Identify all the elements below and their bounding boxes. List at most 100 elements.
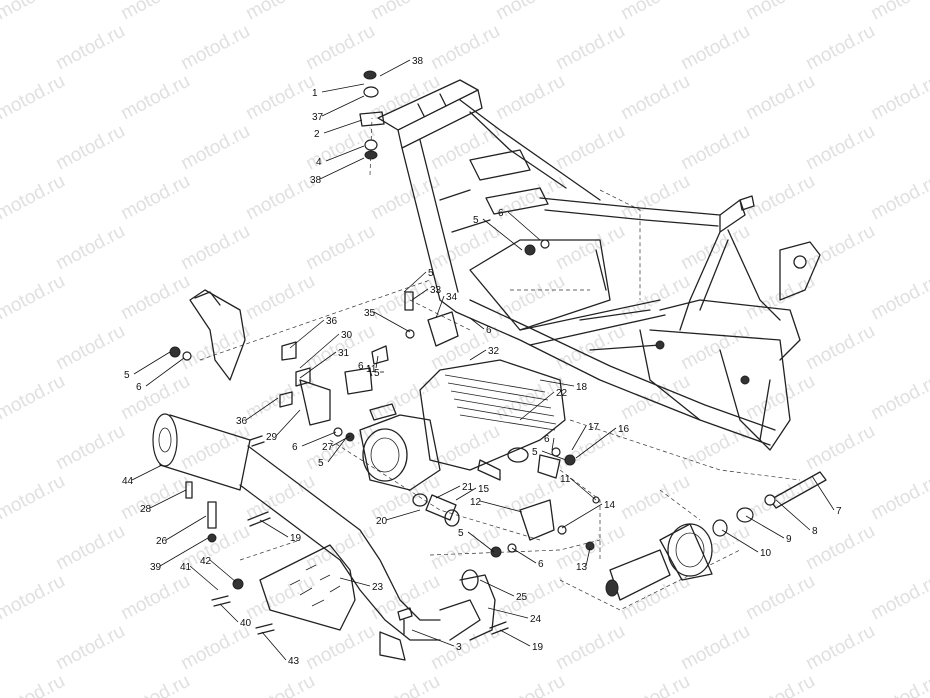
- watermark-text: motod.ru: [677, 21, 753, 75]
- watermark-text: motod.ru: [867, 471, 930, 525]
- callout-leader: [219, 603, 239, 623]
- mount-stack: [359, 70, 385, 160]
- watermark-text: motod.ru: [242, 0, 318, 24]
- callout-label: 14: [604, 500, 616, 511]
- watermark-text: motod.ru: [117, 0, 193, 24]
- callout-label: 19: [532, 642, 544, 653]
- callout-label: 5: [473, 215, 479, 226]
- callout-label: 19: [290, 533, 302, 544]
- callout-label: 40: [240, 618, 252, 629]
- heat-shield: [259, 544, 356, 631]
- watermark-text: motod.ru: [117, 271, 193, 325]
- callout-leader: [133, 351, 171, 375]
- callout-leader: [339, 577, 371, 587]
- fasteners: [169, 195, 755, 661]
- watermark-text: motod.ru: [177, 21, 253, 75]
- watermark-text: motod.ru: [802, 421, 878, 475]
- watermark-text: motod.ru: [0, 0, 69, 24]
- callout-leader: [499, 629, 531, 647]
- callout-label: 29: [266, 432, 278, 443]
- callout-leader: [323, 119, 363, 134]
- callout-leader: [373, 311, 411, 333]
- watermark-text: motod.ru: [552, 621, 628, 675]
- callout-leader: [299, 351, 337, 379]
- watermark-text: motod.ru: [492, 471, 568, 525]
- callout-leader: [435, 295, 445, 319]
- watermark-text: motod.ru: [52, 221, 128, 275]
- callout-label: 36: [236, 416, 248, 427]
- callout-label: 13: [576, 562, 588, 573]
- muffler: [152, 413, 496, 641]
- watermark-text: motod.ru: [867, 371, 930, 425]
- callout-leader: [301, 431, 337, 447]
- callout-label: 42: [200, 556, 212, 567]
- callout-label: 18: [576, 382, 588, 393]
- callout-label: 2: [314, 129, 320, 140]
- watermark-text: motod.ru: [52, 621, 128, 675]
- watermark-text: motod.ru: [117, 71, 193, 125]
- callout-label: 11: [366, 364, 377, 375]
- watermark-text: motod.ru: [0, 671, 69, 698]
- callout-leader: [467, 531, 495, 553]
- watermark-text: motod.ru: [242, 271, 318, 325]
- callout-leader: [367, 364, 373, 377]
- callout-label: 35: [364, 308, 376, 319]
- callout-leader: [321, 83, 365, 93]
- watermark-text: motod.ru: [492, 671, 568, 698]
- watermark-text: motod.ru: [0, 21, 4, 75]
- callout-leader: [131, 464, 163, 481]
- watermark-text: motod.ru: [742, 71, 818, 125]
- callout-leader: [511, 547, 537, 564]
- callout-label: 5: [532, 447, 538, 458]
- watermark-text: motod.ru: [552, 221, 628, 275]
- callout-leader: [561, 503, 603, 529]
- callout-label: 8: [812, 526, 818, 537]
- watermark-text: motod.ru: [802, 321, 878, 375]
- callout-label: 28: [140, 504, 152, 515]
- watermark-text: motod.ru: [0, 71, 69, 125]
- callout-leader: [569, 477, 597, 501]
- callout-label: 22: [556, 388, 568, 399]
- callout-leader: [775, 499, 811, 531]
- callout-label: 5: [318, 458, 324, 469]
- callout-label: 6: [486, 325, 492, 336]
- callout-label: 5: [458, 528, 464, 539]
- watermark-text: motod.ru: [117, 671, 193, 698]
- watermark-text: motod.ru: [427, 21, 503, 75]
- callout-label: 11: [560, 474, 571, 485]
- callout-label: 5: [428, 268, 434, 279]
- watermark-text: motod.ru: [742, 671, 818, 698]
- watermark-text: motod.ru: [52, 521, 128, 575]
- watermark-text: motod.ru: [367, 171, 443, 225]
- callout-leader: [539, 379, 575, 387]
- watermark-text: motod.ru: [0, 521, 4, 575]
- callout-label: 44: [122, 476, 134, 487]
- callout-leader: [411, 288, 429, 301]
- watermark-text: motod.ru: [0, 221, 4, 275]
- callout-leader: [245, 397, 279, 421]
- watermark-text: motod.ru: [52, 321, 128, 375]
- callout-leader: [331, 435, 351, 447]
- watermark-text: motod.ru: [677, 221, 753, 275]
- watermark-text: motod.ru: [802, 21, 878, 75]
- watermark-text: motod.ru: [742, 171, 818, 225]
- callout-label: 4: [316, 157, 322, 168]
- watermark-text: motod.ru: [52, 121, 128, 175]
- watermark-text: motod.ru: [367, 71, 443, 125]
- callout-label: 37: [312, 112, 324, 123]
- callout-leader: [469, 317, 485, 330]
- callout-leader: [145, 357, 185, 387]
- callout-label: 5: [124, 370, 130, 381]
- callout-label: 3: [456, 642, 462, 653]
- callout-leader: [487, 607, 529, 619]
- callout-label: 34: [446, 292, 458, 303]
- callout-leader: [325, 145, 365, 162]
- drive-clutch: [605, 471, 827, 601]
- callout-label: 6: [292, 442, 298, 453]
- watermark-text: motod.ru: [867, 571, 930, 625]
- watermark-text: motod.ru: [242, 571, 318, 625]
- callout-leader: [551, 437, 555, 451]
- callout-leader: [482, 218, 523, 251]
